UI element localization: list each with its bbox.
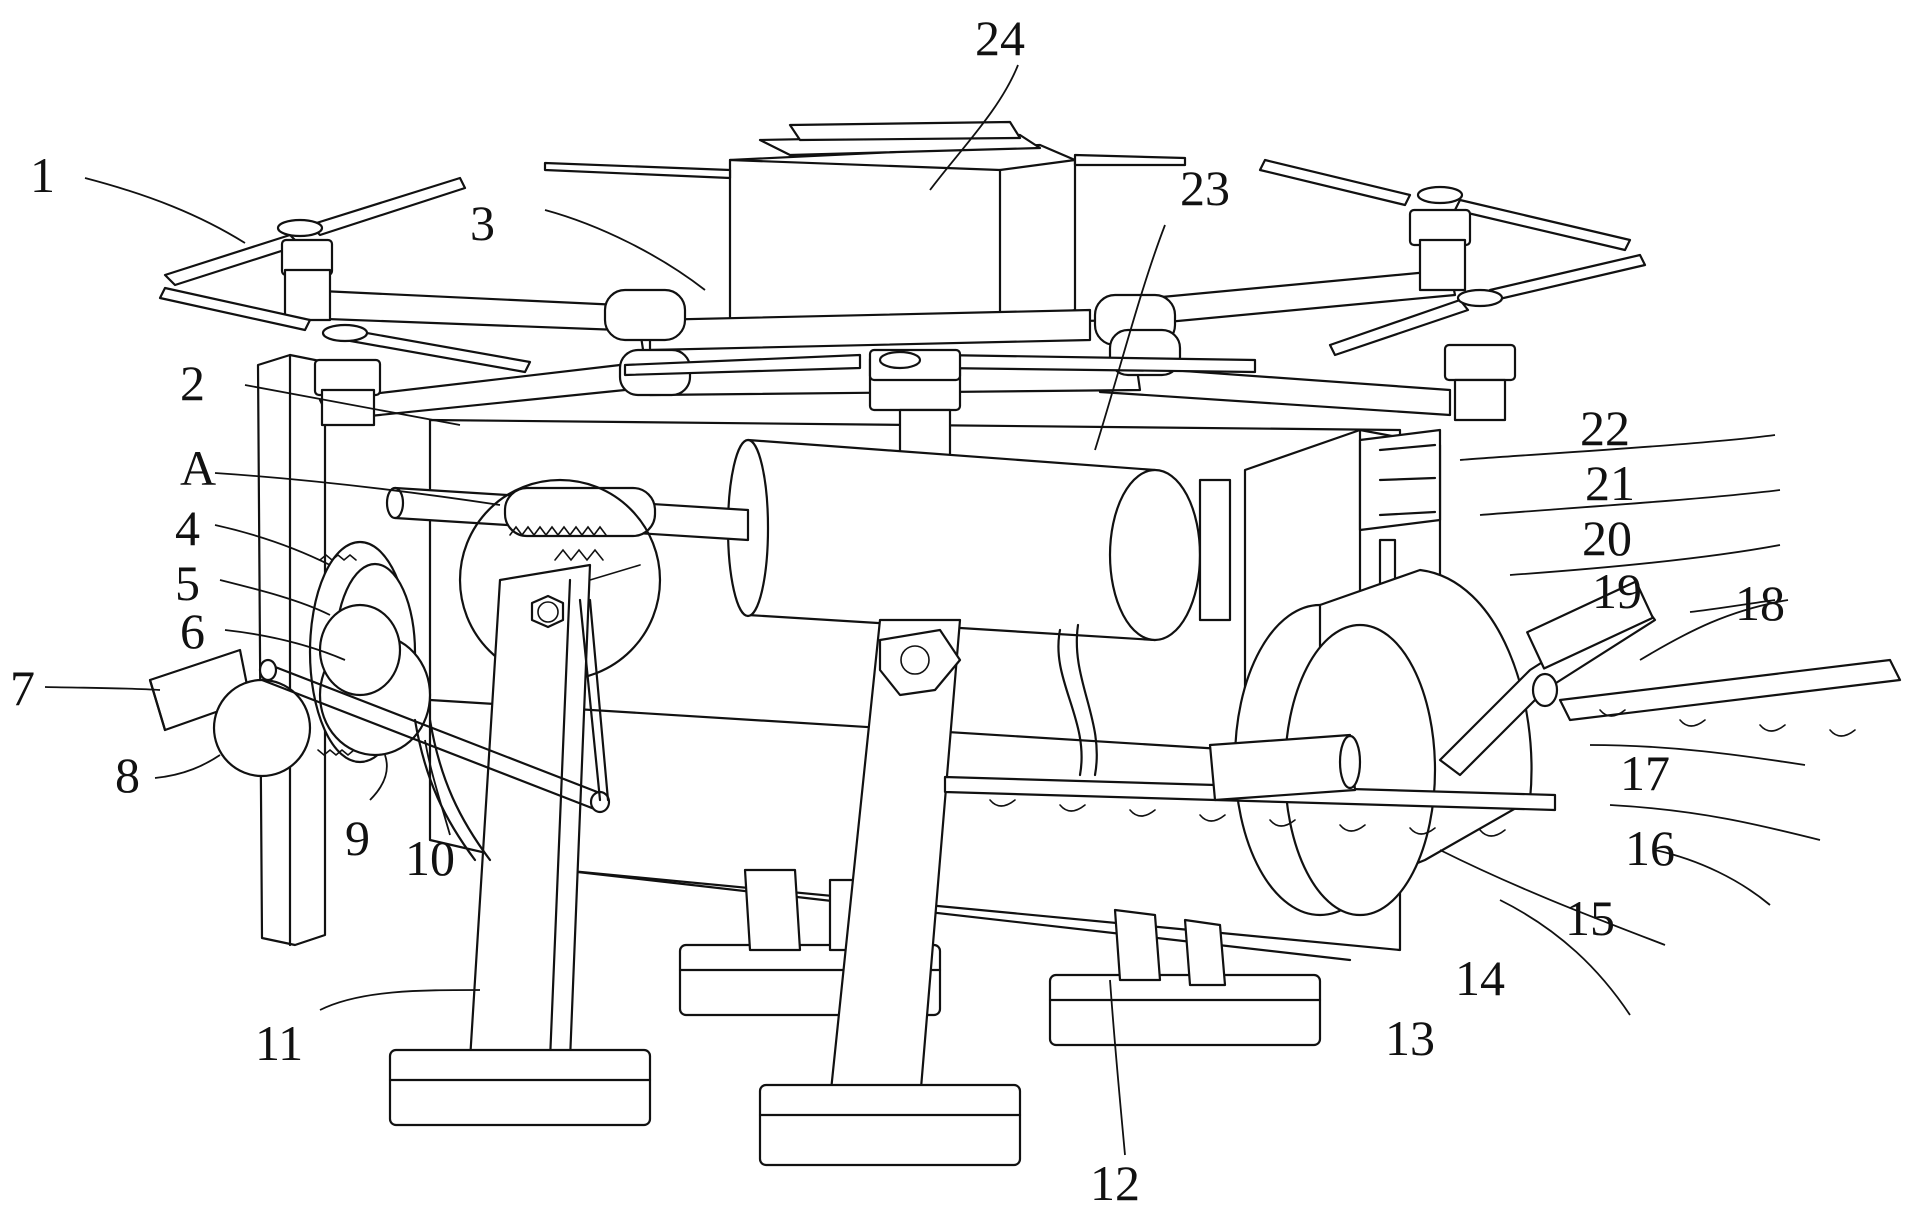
label-a: A [180,440,216,496]
label-5: 5 [175,555,200,611]
label-14: 14 [1455,950,1505,1006]
propeller-rear-left [158,286,532,427]
label-15: 15 [1565,890,1615,946]
label-8: 8 [115,747,140,803]
label-24: 24 [975,10,1025,66]
label-11: 11 [255,1015,303,1071]
label-23: 23 [1180,160,1230,216]
label-19: 19 [1592,563,1642,619]
propeller-front-left [163,176,467,322]
label-1: 1 [30,147,55,203]
control-box [543,120,1187,332]
label-12: 12 [1090,1155,1140,1211]
storage-cylinder [726,438,1232,642]
front-leg-left [388,563,652,1127]
label-10: 10 [405,830,455,886]
front-leg-center [758,618,1022,1167]
label-2: 2 [180,355,205,411]
leader-lines [44,64,1821,1156]
label-9: 9 [345,810,370,866]
spray-bar-lower [943,733,1557,837]
arm-18 [1438,580,1902,777]
propeller-rear-right [1328,253,1647,422]
label-4: 4 [175,500,200,556]
label-22: 22 [1580,400,1630,456]
hose [1057,623,1098,777]
propeller-center [623,348,1257,382]
label-21: 21 [1585,455,1635,511]
drive-link [413,598,610,862]
label-17: 17 [1620,745,1670,801]
label-7: 7 [10,660,35,716]
horizontal-shaft [385,486,750,542]
label-16: 16 [1625,820,1675,876]
label-3: 3 [470,195,495,251]
callout-labels: 1 2 3 A 4 5 6 7 8 9 10 11 12 13 14 15 16… [10,10,1785,1211]
label-6: 6 [180,603,205,659]
left-support-post [256,353,327,947]
label-20: 20 [1582,510,1632,566]
label-18: 18 [1735,575,1785,631]
label-13: 13 [1385,1010,1435,1066]
propeller-front-right [1258,158,1632,292]
bevel-gear-assembly [148,540,611,814]
